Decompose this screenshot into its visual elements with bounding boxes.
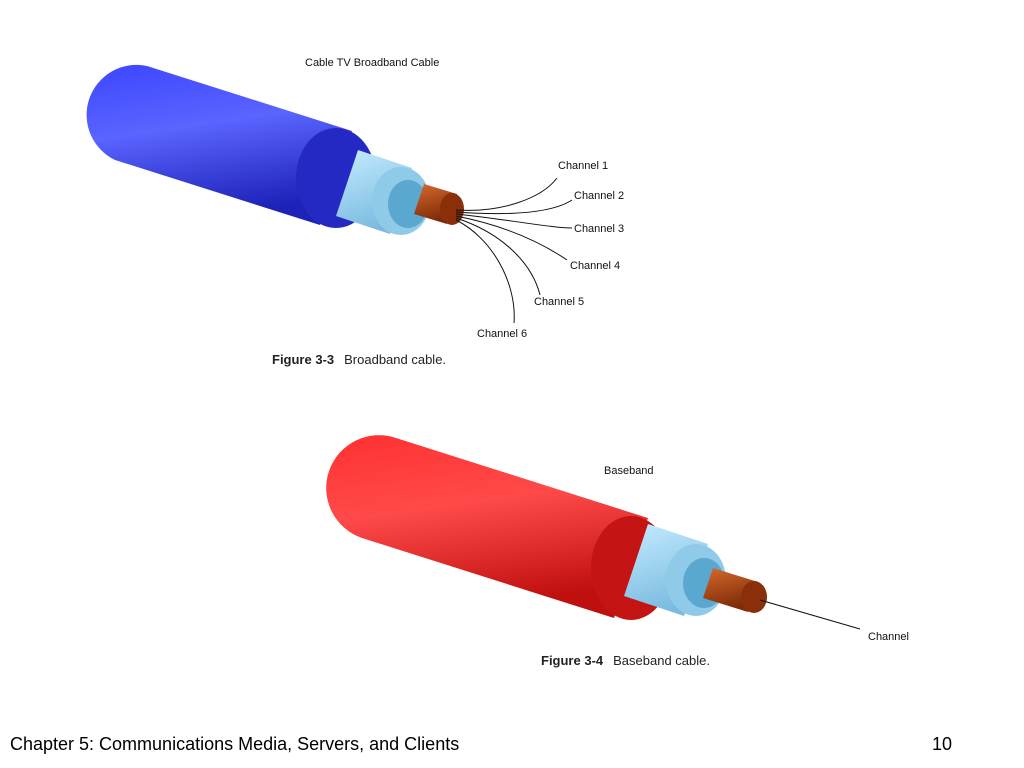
figure-broadband-cable: Cable TV Broadband Cable Channel 1 Chann… <box>52 38 664 372</box>
figure1-caption-number: Figure 3-3 <box>272 352 335 367</box>
outer-jacket <box>326 435 671 620</box>
channel-label-5: Channel 5 <box>534 296 584 308</box>
channel-label: Channel <box>868 631 909 643</box>
figure2-caption: Figure 3-4 Baseband cable. <box>541 653 710 668</box>
channel-label-4: Channel 4 <box>570 260 620 272</box>
dielectric-insulator <box>336 150 430 235</box>
figure1-caption-text: Broadband cable. <box>344 352 447 367</box>
channel-wire <box>759 599 861 630</box>
figure1-caption: Figure 3-3 Broadband cable. <box>272 352 446 367</box>
copper-core <box>703 568 767 613</box>
figure2-caption-text: Baseband cable. <box>613 653 710 668</box>
baseband-cable-diagram: Baseband Channel <box>326 435 909 643</box>
figure2-caption-number: Figure 3-4 <box>541 653 604 668</box>
figure1-title: Cable TV Broadband Cable <box>305 57 439 69</box>
footer-chapter-title: Chapter 5: Communications Media, Servers… <box>10 734 460 754</box>
broadband-cable-diagram: Cable TV Broadband Cable Channel 1 Chann… <box>86 57 624 340</box>
channel-label-6: Channel 6 <box>477 328 527 340</box>
channel-label-1: Channel 1 <box>558 160 608 172</box>
copper-core <box>414 184 464 225</box>
channel-label-3: Channel 3 <box>574 223 624 235</box>
figure-baseband-cable: Baseband Channel Figure 3-4 Baseband cabl… <box>308 420 968 682</box>
figure2-title: Baseband <box>604 465 654 477</box>
channel-wires <box>455 177 573 324</box>
outer-jacket <box>86 64 376 228</box>
channel-label-2: Channel 2 <box>574 190 624 202</box>
page-number: 10 <box>932 734 953 754</box>
